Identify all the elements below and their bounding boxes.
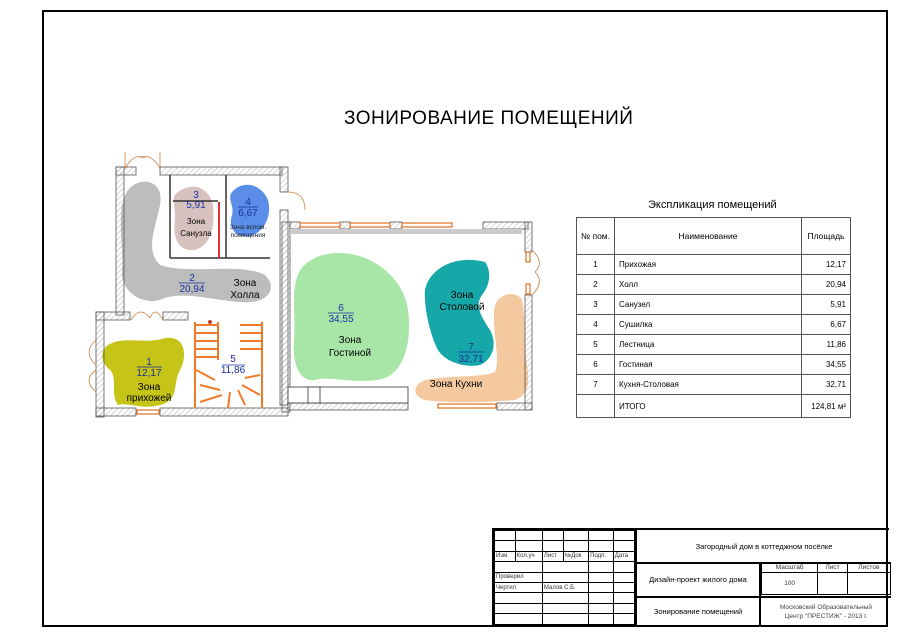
col-izm: Изм. xyxy=(494,550,516,563)
zone-1-area: 12,17 xyxy=(136,368,161,379)
header-name: Наименование xyxy=(614,217,802,255)
organization-line2: Центр "ПРЕСТИЖ" - 2013 г. xyxy=(784,612,868,620)
zone-4-label: Зона вспом. xyxy=(230,224,267,231)
zone-3-number: 3 xyxy=(193,190,199,201)
row-area: 12,17 xyxy=(801,254,851,275)
total-area: 124,81 м² xyxy=(801,394,851,418)
row-number: 5 xyxy=(576,334,615,355)
zone-7-number: 7 xyxy=(468,342,474,353)
header-number: № пом. xyxy=(576,217,615,255)
zone-2-label2: Холла xyxy=(230,290,260,301)
zone-6-label: Зона xyxy=(339,335,362,346)
row-name: Сушилка xyxy=(614,314,802,335)
zone-aux-blob xyxy=(230,184,270,237)
scale-label: Масштаб xyxy=(760,562,819,573)
zone-entry-blob xyxy=(102,337,185,407)
col-kolvo: Кол.уч xyxy=(514,550,543,563)
zone-1-number: 1 xyxy=(146,357,152,368)
zone-6-label2: Гостиной xyxy=(329,348,371,359)
drawn-label: Чертил xyxy=(494,581,543,594)
title-block: Изм. Кол.уч Лист №Док Подп. Дата Провери… xyxy=(492,528,892,627)
row-name: Санузел xyxy=(614,294,802,315)
zone-living-blob xyxy=(293,253,410,382)
organization-line1: Московский Образовательный xyxy=(779,603,873,611)
revision-grid: Изм. Кол.уч Лист №Док Подп. Дата Провери… xyxy=(494,529,636,627)
zone-hall-blob xyxy=(120,181,271,303)
col-sign: Подп. xyxy=(588,550,614,563)
row-area: 5,91 xyxy=(801,294,851,315)
row-name: Кухня-Столовая xyxy=(614,374,802,395)
zone-2-label: Зона xyxy=(234,278,257,289)
row-name: Прихожая xyxy=(614,254,802,275)
row-number: 3 xyxy=(576,294,615,315)
row-area: 6,67 xyxy=(801,314,851,335)
zone-kitchen-blob xyxy=(415,294,529,403)
zone-5-number: 5 xyxy=(230,354,236,365)
zone-dining-blob xyxy=(424,259,494,366)
drawing-frame xyxy=(42,10,888,627)
sheet-label: Лист xyxy=(817,562,848,573)
col-date: Дата xyxy=(612,550,636,563)
col-list: Лист xyxy=(541,550,564,563)
sheet-value xyxy=(817,572,848,595)
drawing-title: ЗОНИРОВАНИЕ ПОМЕЩЕНИЙ xyxy=(344,108,634,129)
total-label: ИТОГО xyxy=(614,394,802,418)
zone-1-label2: прихожей xyxy=(127,393,172,404)
zone-7-label2: Столовой xyxy=(440,302,485,313)
zone-6-number: 6 xyxy=(338,303,344,314)
row-name: Лестница xyxy=(614,334,802,355)
row-number: 4 xyxy=(576,314,615,335)
explication-title: Экспликация помещений xyxy=(648,199,777,211)
explication-header-row: № пом. Наименование Площадь xyxy=(576,217,851,255)
zone-2-area: 20,94 xyxy=(179,284,204,295)
zone-7-label: Зона xyxy=(451,290,474,301)
row-area: 20,94 xyxy=(801,274,851,295)
zone-4-number: 4 xyxy=(245,197,251,208)
row-name: Гостиная xyxy=(614,354,802,375)
zone-4-label2: помещения xyxy=(231,232,266,239)
header-area: Площадь xyxy=(801,217,851,255)
col-doc: №Док xyxy=(562,550,590,563)
zone-5-area: 11,86 xyxy=(221,365,246,376)
row-area: 34,55 xyxy=(801,354,851,375)
zone-kitchen-label: Зона Кухни xyxy=(430,379,482,390)
sheet-name: Зонирование помещений xyxy=(637,596,761,627)
row-number: 6 xyxy=(576,354,615,375)
row-number: 7 xyxy=(576,374,615,395)
scale-value: 100 xyxy=(760,572,819,595)
zone-3-label2: Санузла xyxy=(180,229,212,238)
row-area: 11,86 xyxy=(801,334,851,355)
row-number: 1 xyxy=(576,254,615,275)
project-name: Загородный дом в коттеджном посёлке xyxy=(637,530,891,564)
zone-6-area: 34,55 xyxy=(328,314,353,325)
zone-2-number: 2 xyxy=(189,273,195,284)
row-number: 2 xyxy=(576,274,615,295)
staircase xyxy=(194,322,263,409)
zone-7-area: 32,71 xyxy=(458,354,483,365)
zone-3-label: Зона xyxy=(187,217,206,226)
counter-top xyxy=(290,229,522,234)
sheets-label: Листов xyxy=(846,562,892,573)
wall xyxy=(115,166,125,316)
sheets-value xyxy=(846,572,892,595)
zone-bath-blob xyxy=(173,186,214,251)
design-name: Дизайн-проект жилого дома xyxy=(637,562,761,596)
row-area: 32,71 xyxy=(801,374,851,395)
organization: Московский Образовательный Центр "ПРЕСТИ… xyxy=(761,596,891,627)
drawn-by: Малов С.Б. xyxy=(541,581,590,594)
zone-3-area: 5,91 xyxy=(186,200,206,211)
zone-4-area: 6,67 xyxy=(238,208,258,219)
zone-1-label: Зона xyxy=(138,382,161,393)
row-name: Холл xyxy=(614,274,802,295)
checked-label: Проверил xyxy=(494,571,543,583)
